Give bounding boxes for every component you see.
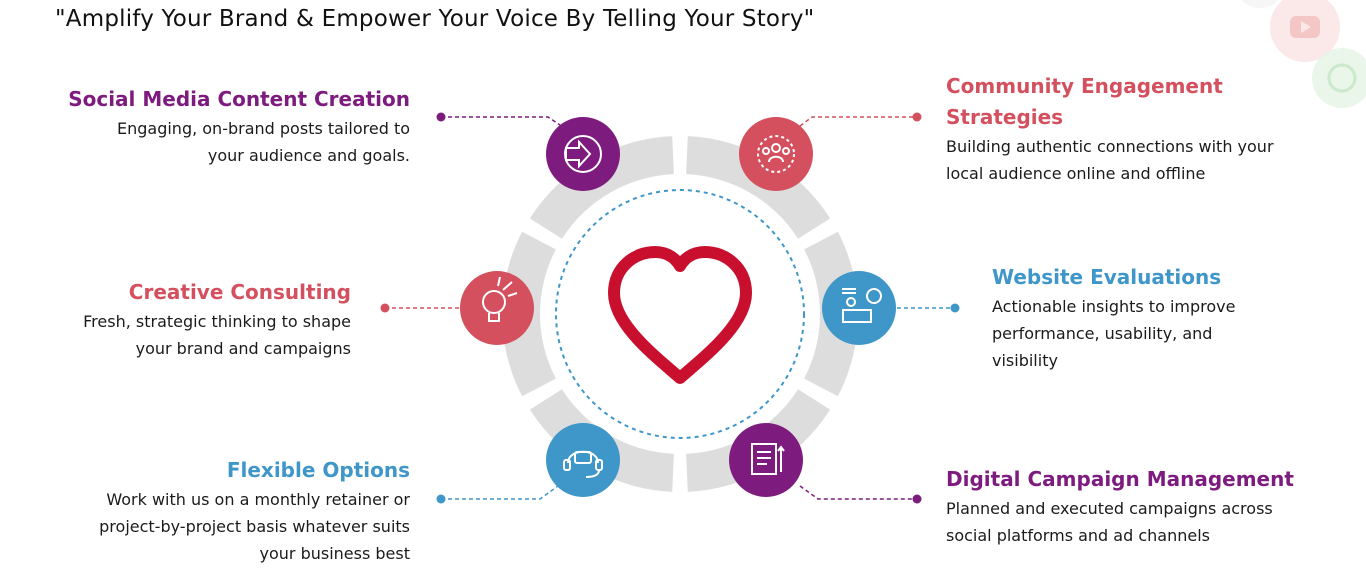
headset-icon (563, 450, 603, 478)
service-title: Strategies (946, 105, 1064, 129)
inner-dashed-circle (555, 189, 805, 439)
community-network-icon (757, 135, 795, 173)
connector-digital (799, 485, 922, 504)
service-creative-consulting: Creative Consulting Fresh, strategic thi… (0, 277, 351, 362)
whatsapp-icon (1312, 48, 1366, 108)
connector-website (897, 303, 960, 313)
service-title: Website Evaluations (992, 265, 1222, 289)
connector-creative-consulting (380, 303, 460, 313)
node-community (739, 117, 813, 191)
service-title: Social Media Content Creation (68, 87, 410, 111)
heart-outline-icon (608, 246, 752, 384)
website-analysis-icon (842, 288, 882, 323)
content-arrow-icon (564, 135, 602, 173)
service-title: Community Engagement (946, 74, 1223, 98)
service-desc-line: social platforms and ad channels (946, 526, 1210, 545)
service-title: Flexible Options (226, 458, 410, 482)
campaign-management-icon (751, 443, 785, 475)
page-title: "Amplify Your Brand & Empower Your Voice… (55, 6, 815, 32)
service-desc-line: your brand and campaigns (135, 339, 351, 358)
service-desc-line: Engaging, on-brand posts tailored to (116, 119, 410, 138)
service-desc-line: Fresh, strategic thinking to shape (83, 312, 351, 331)
decor-circle (1240, 0, 1280, 8)
service-title: Creative Consulting (128, 280, 351, 304)
node-social-media (546, 117, 620, 191)
lightbulb-icon (482, 276, 518, 322)
ring-segment (529, 136, 674, 239)
service-desc-line: Planned and executed campaigns across (946, 499, 1273, 518)
node-creative-consulting (460, 271, 534, 345)
service-social-media: Social Media Content Creation Engaging, … (0, 84, 410, 169)
service-flexible-options: Flexible Options Work with us on a month… (0, 455, 410, 567)
ring-segment (686, 136, 831, 239)
service-desc-line: visibility (992, 351, 1058, 370)
service-desc-line: Building authentic connections with your (946, 137, 1274, 156)
connector-community (799, 112, 922, 127)
connector-flexible-options (436, 485, 559, 504)
service-digital: Digital Campaign Management Planned and … (946, 464, 1356, 549)
node-website (822, 271, 896, 345)
service-website: Website Evaluations Actionable insights … (992, 262, 1352, 374)
service-desc-line: project-by-project basis whatever suits (99, 517, 410, 536)
service-community: Community Engagement Strategies Building… (946, 71, 1356, 187)
node-flexible-options (546, 423, 620, 497)
service-title: Digital Campaign Management (946, 467, 1294, 491)
service-desc-line: your audience and goals. (207, 146, 410, 165)
connector-social-media (436, 112, 561, 126)
service-desc-line: Actionable insights to improve (992, 297, 1236, 316)
service-desc-line: performance, usability, and (992, 324, 1213, 343)
service-desc-line: local audience online and offline (946, 164, 1206, 183)
service-desc-line: your business best (259, 544, 411, 563)
node-digital (729, 423, 803, 497)
service-desc-line: Work with us on a monthly retainer or (106, 490, 410, 509)
